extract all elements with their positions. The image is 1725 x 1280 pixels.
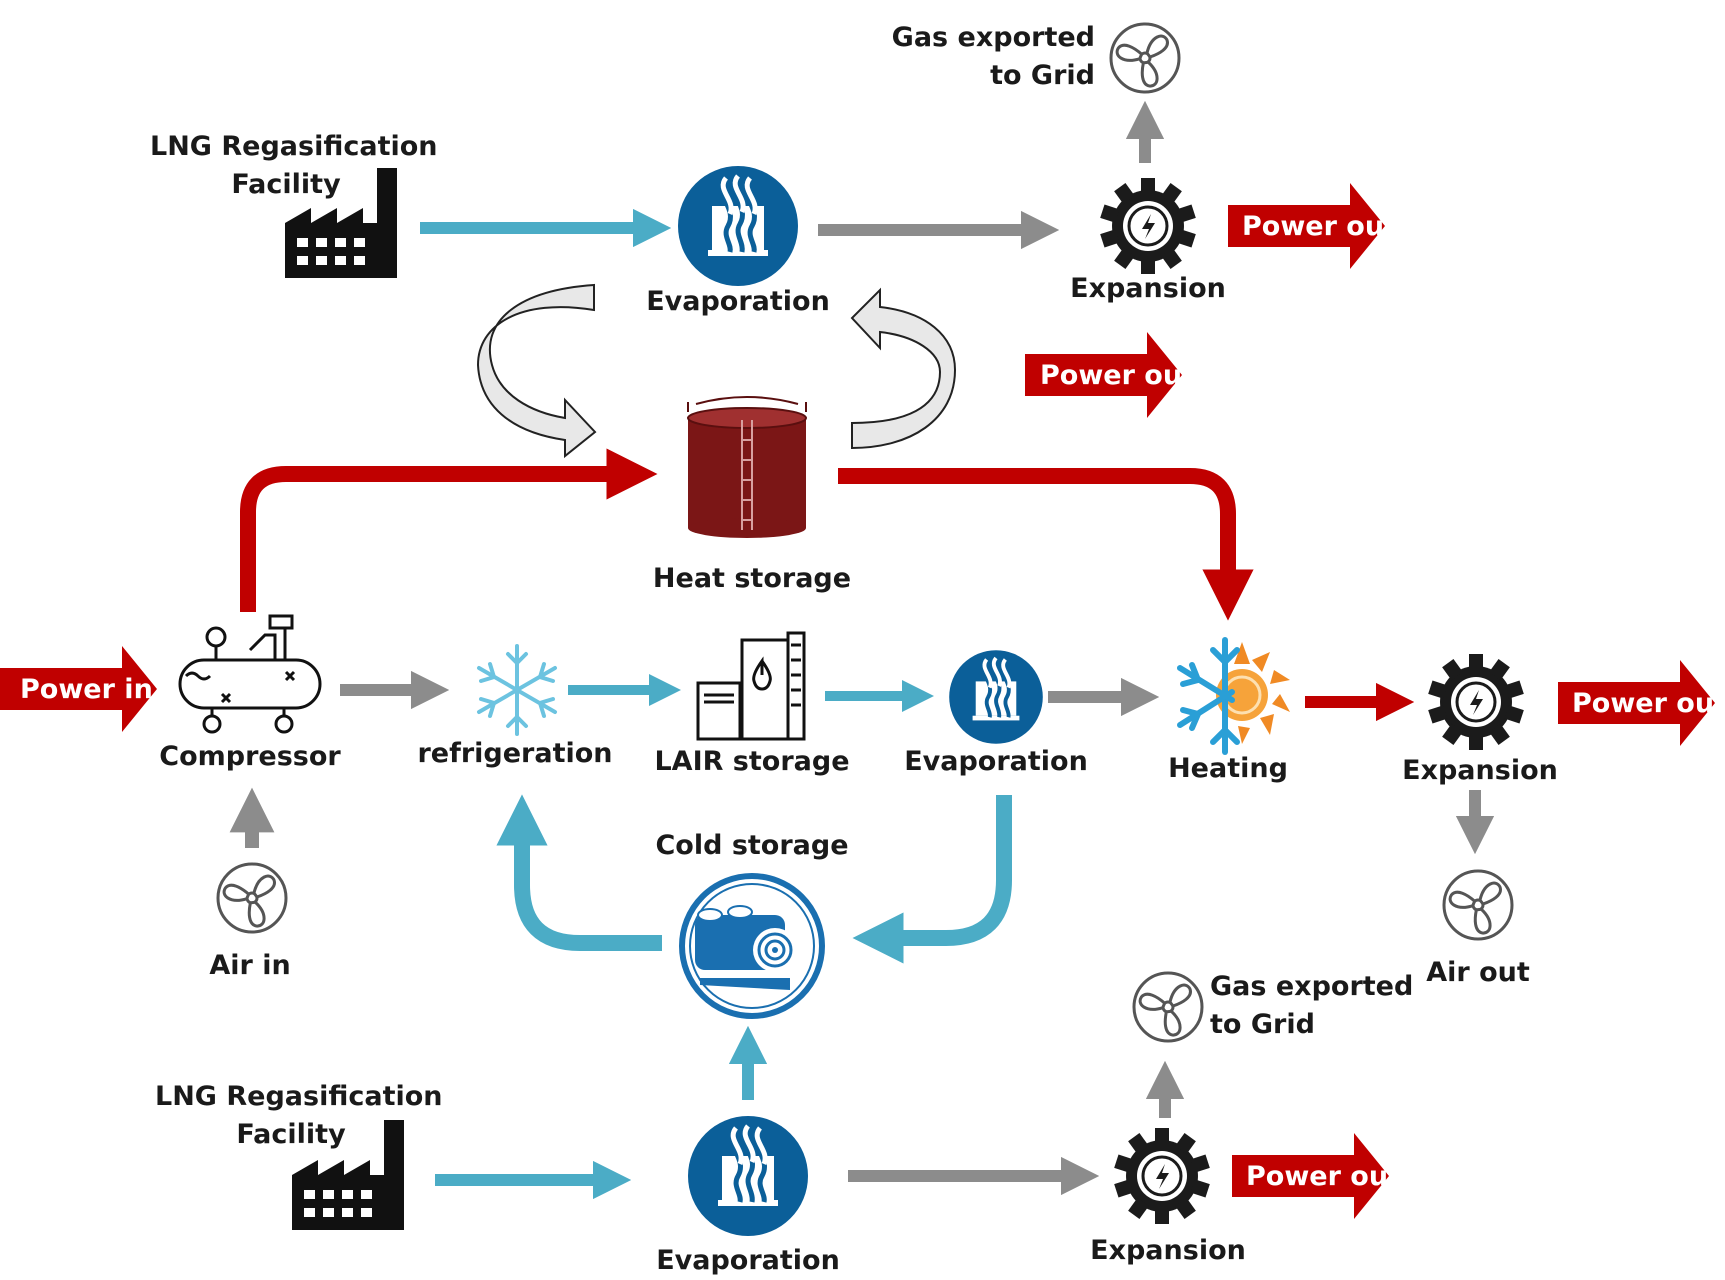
- cold-storage-label: Cold storage: [655, 830, 849, 861]
- gas-grid-top-line1: Gas exported: [891, 22, 1095, 53]
- heat-storage-to-heating-flow: [838, 468, 1254, 621]
- evaporator-icon: [678, 166, 798, 286]
- lng-facility-top-label: LNG Regasification Facility: [150, 128, 438, 204]
- fan-icon: [1109, 22, 1181, 94]
- fan-icon: [1442, 869, 1514, 941]
- evaporation-to-cold-storage-flow: [852, 795, 1012, 964]
- lair-storage-label: LAIR storage: [654, 746, 850, 777]
- refrigeration-label: refrigeration: [417, 738, 613, 769]
- turbine-icon: [1426, 652, 1526, 752]
- gas-grid-top-line2: to Grid: [990, 60, 1095, 91]
- power-out-label: Power out: [1040, 360, 1195, 391]
- snowflake-icon: [477, 644, 557, 736]
- cold-storage-to-refrigeration-flow: [496, 794, 662, 951]
- gas-grid-bottom-line2: to Grid: [1210, 1009, 1315, 1040]
- cold-storage-icon: [679, 873, 825, 1019]
- fan-icon: [216, 862, 288, 934]
- lng-facility-bottom-line2: Facility: [236, 1119, 346, 1150]
- compressor-to-heat-storage-flow: [240, 448, 658, 612]
- evaporator-icon: [688, 1116, 808, 1236]
- power-out-label: Power out: [1242, 211, 1397, 242]
- expansion-bottom-label: Expansion: [1090, 1235, 1246, 1266]
- lng-facility-top-line1: LNG Regasification: [150, 131, 438, 162]
- evaporation-middle-label: Evaporation: [904, 746, 1088, 777]
- expansion-top-label: Expansion: [1070, 273, 1226, 304]
- gas-grid-bottom-line1: Gas exported: [1210, 971, 1414, 1002]
- evaporation-top-label: Evaporation: [646, 286, 830, 317]
- air-out-label: Air out: [1426, 957, 1530, 988]
- fan-icon: [1132, 971, 1204, 1043]
- compressor-label: Compressor: [159, 741, 341, 772]
- cycle-arrow-right: [850, 287, 957, 450]
- turbine-icon: [1098, 176, 1198, 276]
- power-out-label: Power out: [1572, 688, 1725, 719]
- heat-storage-label: Heat storage: [652, 563, 852, 594]
- evaporation-bottom-label: Evaporation: [656, 1245, 840, 1276]
- gas-grid-bottom-label: Gas exported to Grid: [1210, 968, 1425, 1044]
- turbine-icon: [1112, 1126, 1212, 1226]
- power-in-label: Power in: [20, 674, 153, 705]
- lng-facility-top-line2: Facility: [231, 169, 341, 200]
- cycle-arrow-left: [476, 283, 597, 459]
- heating-label: Heating: [1168, 753, 1288, 784]
- lair-storage-icon: [696, 631, 806, 741]
- air-in-label: Air in: [209, 950, 291, 981]
- compressor-icon: [178, 614, 322, 734]
- heating-icon: [1177, 637, 1290, 755]
- gas-grid-top-label: Gas exported to Grid: [880, 19, 1095, 95]
- power-out-label: Power out: [1246, 1161, 1401, 1192]
- lng-facility-bottom-line1: LNG Regasification: [155, 1081, 443, 1112]
- lng-facility-bottom-label: LNG Regasification Facility: [155, 1078, 443, 1154]
- heat-storage-tank-icon: [687, 396, 807, 538]
- evaporator-icon: [947, 648, 1045, 746]
- expansion-right-label: Expansion: [1402, 755, 1558, 786]
